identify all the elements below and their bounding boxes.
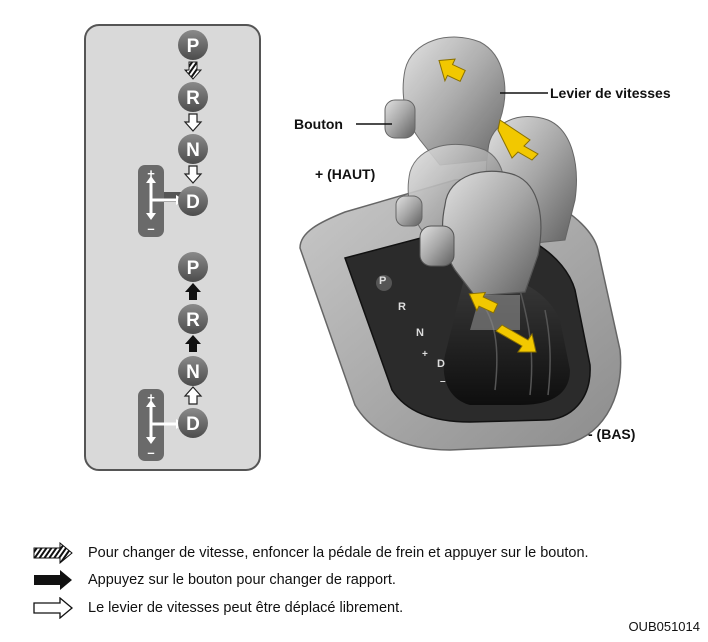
outline-arrow-icon <box>33 597 74 619</box>
gear-letter: P <box>187 36 200 57</box>
gear-letter: N <box>186 362 200 383</box>
manual-minus-label: – <box>147 221 154 236</box>
manual-minus-label: – <box>147 445 154 460</box>
gear-letter: D <box>186 414 200 435</box>
shift-pattern-lower: + – P R N D <box>138 252 208 461</box>
black-arrow-icon <box>34 570 72 590</box>
lever-label: Levier de vitesses <box>550 85 671 101</box>
down-label: - (BAS) <box>588 426 636 442</box>
hatched-arrow-icon <box>183 61 203 80</box>
gear-circle-n <box>178 356 208 386</box>
shift-button-middle <box>395 195 423 227</box>
gear-letter: D <box>186 192 200 213</box>
gate-letters <box>376 275 392 291</box>
shift-pattern-upper: + – P R N D <box>138 30 208 237</box>
gear-letter: R <box>186 88 200 109</box>
legend-row: Le levier de vitesses peut être déplacé … <box>30 597 403 619</box>
gear-circle-d <box>178 408 208 438</box>
shift-button-front <box>419 225 455 267</box>
gear-circle-p <box>178 30 208 60</box>
gate-letter: – <box>440 376 446 387</box>
yellow-arrow-push <box>438 58 466 83</box>
gear-letter: R <box>186 310 200 331</box>
shift-lever-illustration <box>299 36 622 451</box>
outline-arrow-icon <box>183 113 203 132</box>
gear-letter: P <box>187 258 200 279</box>
hatched-arrow-icon <box>33 542 73 564</box>
gate-letter: N <box>416 327 424 339</box>
yellow-arrow-up <box>468 291 499 314</box>
gear-circle-r <box>178 304 208 334</box>
yellow-arrow-down <box>495 324 537 353</box>
yellow-arrow-tilt-forward <box>497 119 539 161</box>
gear-circle-d <box>178 186 208 216</box>
legend-row: Appuyez sur le bouton pour changer de ra… <box>30 569 396 591</box>
figure-code: OUB051014 <box>628 619 700 634</box>
gear-circle-p <box>178 252 208 282</box>
outline-arrow-icon <box>183 386 203 405</box>
gate-letter: R <box>398 301 406 313</box>
black-arrow-icon <box>185 283 201 300</box>
gate-letter: P <box>379 275 387 287</box>
gear-letter: N <box>186 140 200 161</box>
legend-text: Le levier de vitesses peut être déplacé … <box>88 600 404 616</box>
shift-pattern-panel <box>84 24 261 471</box>
shift-button-rear <box>384 99 416 139</box>
outline-arrow-icon <box>183 165 203 184</box>
gate-letter: + <box>422 349 428 360</box>
legend-text: Pour changer de vitesse, enfoncer la péd… <box>88 545 589 561</box>
button-label: Bouton <box>294 116 343 132</box>
black-arrow-icon <box>185 335 201 352</box>
gate-letter: D <box>437 358 445 370</box>
legend-row: Pour changer de vitesse, enfoncer la péd… <box>30 542 589 564</box>
gear-circle-r <box>178 82 208 112</box>
manual-plus-label: + <box>147 166 155 181</box>
legend-text: Appuyez sur le bouton pour changer de ra… <box>88 572 396 588</box>
gear-circle-n <box>178 134 208 164</box>
manual-plus-label: + <box>147 390 155 405</box>
up-label: + (HAUT) <box>315 166 376 182</box>
